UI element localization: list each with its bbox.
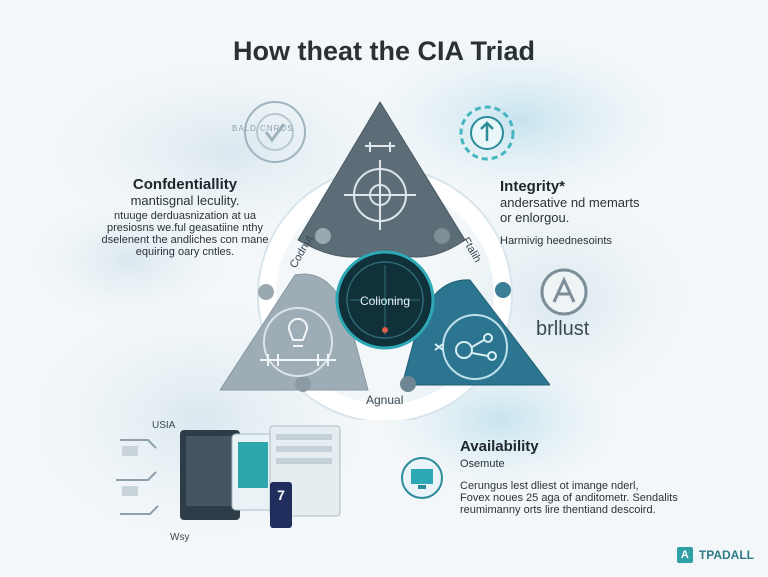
network-icon [434,314,508,380]
confidentiality-line: equiring oary cntles. [135,246,235,258]
confidentiality-line: dselenent the andliches con mane [101,234,269,246]
bottom-arc-label: Agnual [366,393,404,407]
cia-triad-diagram [220,101,550,420]
device-bottom-label: Wsy [170,532,190,543]
confidentiality-heading: Confdentiallity [132,176,238,193]
brand-seal-icon [540,268,588,316]
availability-section: Availability Osemute Cerungus lest dlies… [460,438,680,516]
logo-text: TPADALL [698,548,754,562]
confidentiality-body: ntuuge derduasnization at ua presiosns w… [100,210,270,258]
monitor-icon [401,457,443,499]
integrity-heading: Integrity* [500,178,566,195]
phone-digit: 7 [277,487,285,503]
brand-text: brllust [536,318,590,340]
devices-icon [116,425,341,528]
integrity-subheading-line: or enlorgou. [500,210,570,225]
integrity-subheading-line: andersative nd memarts [500,195,640,210]
logo-mark-icon: A [676,547,693,563]
crosshair-icon [344,142,416,230]
left-triangle [220,273,369,391]
availability-line: reumimanny orts lire thentiand descoird. [460,504,656,516]
seal-text: BALD CNRUS [232,124,294,133]
availability-line: Cerungus lest dliest ot imange nderl, [460,480,639,492]
confidentiality-subheading: mantisgnal leculity. [130,193,240,208]
seal-icon [244,101,306,163]
top-triangle [297,101,466,258]
logo: A TPADALL [676,547,754,563]
confidentiality-section: Confdentiallity mantisgnal leculity. [100,176,270,208]
device-top-label: USIA [152,420,176,431]
shield-icon [459,105,515,161]
integrity-section: Integrity* andersative nd memarts or enl… [500,178,700,247]
page-title: How theat the CIA Triad [232,36,536,66]
lightbulb-icon [260,307,336,377]
confidentiality-line: ntuuge derduasnization at ua [114,210,256,222]
availability-heading: Availability [460,438,539,455]
availability-line: Fovex noues 25 aga of anditometr. Sendal… [460,492,678,504]
confidentiality-line: presiosns we.ful geasatiine nthy [107,222,263,234]
center-label: Colioning [359,294,411,308]
integrity-body: Harmivig heednesoints [500,235,612,247]
availability-subheading: Osemute [460,458,505,470]
